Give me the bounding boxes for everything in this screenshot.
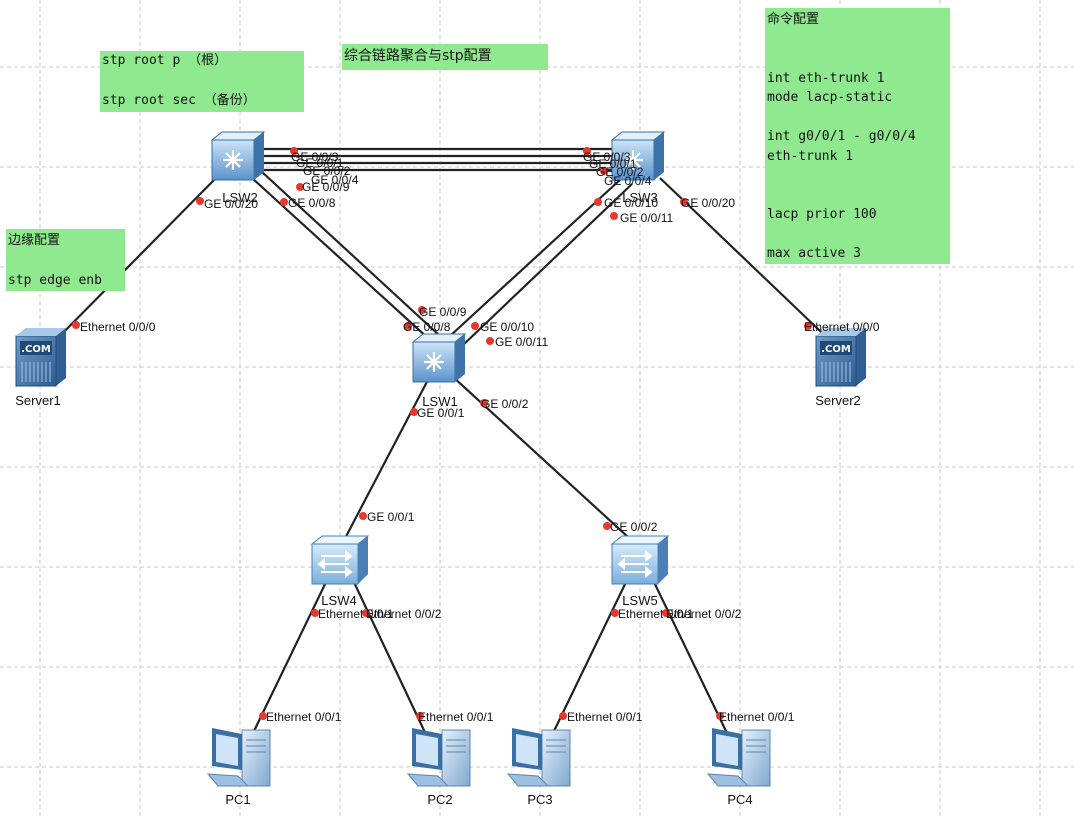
link-lsw3-lsw1-b[interactable] (461, 183, 633, 347)
port-dot (662, 609, 670, 617)
device-label-lsw3: LSW3 (622, 190, 658, 205)
port-dot (600, 167, 608, 175)
port-label: GE 0/0/2 (610, 520, 658, 534)
link-lsw1-lsw4[interactable] (339, 375, 431, 549)
l2-switch-icon[interactable] (610, 535, 670, 585)
link-lsw2-lsw1-a[interactable] (251, 177, 431, 341)
port-label: Ethernet 0/0/2 (666, 607, 742, 621)
l3-switch-icon[interactable] (411, 333, 467, 383)
link-lsw2-lsw1-b[interactable] (261, 171, 441, 337)
port-dot (716, 712, 724, 720)
port-dot (259, 712, 267, 720)
port-label: Ethernet 0/0/1 (266, 710, 342, 724)
port-label: GE 0/0/20 (204, 197, 259, 211)
port-label: GE 0/0/9 (419, 305, 467, 319)
port-label: GE 0/0/3 (583, 150, 631, 164)
port-label: GE 0/0/9 (302, 180, 350, 194)
port-label: GE 0/0/2 (481, 397, 529, 411)
port-label: Ethernet 0/0/1 (418, 710, 494, 724)
port-dot (486, 337, 494, 345)
link-lsw3-lsw1-a[interactable] (449, 177, 623, 337)
port-dot (603, 522, 611, 530)
port-dot (480, 399, 488, 407)
pc-icon[interactable] (706, 728, 771, 787)
links (43, 147, 843, 761)
pc-icon[interactable] (506, 728, 571, 787)
port-label: GE 0/0/3 (291, 150, 339, 164)
port-label: GE 0/0/2 (303, 164, 351, 178)
link-lsw5-pc4[interactable] (651, 577, 741, 761)
port-label: GE 0/0/11 (620, 211, 674, 225)
device-label-pc4: PC4 (727, 792, 753, 807)
edge-config-note: 边缘配置 stp edge enb (6, 229, 125, 291)
port-label: Ethernet 0/0/0 (80, 320, 156, 334)
port-label: GE 0/0/2 (596, 165, 644, 179)
command-config-note: 命令配置 int eth-trunk 1 mode lacp-static in… (765, 8, 950, 264)
port-label: GE 0/0/4 (311, 173, 359, 187)
link-lsw4-pc2[interactable] (351, 577, 439, 761)
device-label-server1: Server1 (15, 393, 61, 408)
port-dot (610, 212, 618, 220)
server-icon[interactable]: .COM (815, 328, 866, 387)
port-dot (583, 147, 591, 155)
svg-text:.COM: .COM (21, 344, 51, 355)
port-label: GE 0/0/1 (367, 510, 415, 524)
port-dot (311, 609, 319, 617)
port-dot (471, 322, 479, 330)
port-dot (416, 712, 424, 720)
diagram-title: 综合链路聚合与stp配置 (342, 44, 548, 70)
port-dot (410, 408, 418, 416)
port-label: Ethernet 0/0/2 (366, 607, 442, 621)
pc-icon[interactable] (206, 728, 271, 787)
device-label-pc1: PC1 (225, 792, 251, 807)
l2-switch-icon[interactable] (310, 535, 370, 585)
port-label: GE 0/0/11 (495, 335, 549, 349)
port-label: Ethernet 0/0/1 (567, 710, 643, 724)
device-label-lsw2: LSW2 (222, 190, 258, 205)
port-dot (418, 306, 426, 314)
device-label-lsw5: LSW5 (622, 593, 658, 608)
port-dot (196, 197, 204, 205)
port-dot (804, 322, 812, 330)
port-dot (559, 712, 567, 720)
link-lsw3-server2[interactable] (659, 177, 843, 353)
port-label: GE 0/0/1 (296, 156, 344, 170)
port-dots (72, 147, 812, 720)
port-label: GE 0/0/8 (288, 196, 336, 210)
port-dot (362, 609, 370, 617)
port-label: Ethernet 0/0/1 (618, 607, 694, 621)
stp-root-note: stp root p （根） stp root sec （备份） (100, 51, 304, 112)
port-label: Ethernet 0/0/1 (318, 607, 394, 621)
server-icon[interactable]: .COM (15, 328, 66, 387)
port-dot (296, 183, 304, 191)
port-dot (72, 321, 80, 329)
port-label: GE 0/0/8 (403, 320, 451, 334)
port-label: GE 0/0/10 (480, 320, 535, 334)
port-label: GE 0/0/4 (604, 174, 652, 188)
port-dot (594, 198, 602, 206)
device-label-lsw4: LSW4 (321, 593, 357, 608)
device-label-lsw1: LSW1 (422, 394, 458, 409)
device-label-pc2: PC2 (427, 792, 453, 807)
device-label-server2: Server2 (815, 393, 861, 408)
svg-text:.COM: .COM (821, 344, 851, 355)
port-label: GE 0/0/1 (589, 157, 637, 171)
port-label: Ethernet 0/0/0 (804, 320, 880, 334)
port-label: Ethernet 0/0/1 (719, 710, 795, 724)
port-dot (680, 198, 688, 206)
port-dot (611, 609, 619, 617)
l3-switch-icon[interactable] (610, 131, 666, 181)
port-dot (280, 198, 288, 206)
pc-icon[interactable] (406, 728, 471, 787)
port-dot (359, 512, 367, 520)
port-dot (404, 322, 412, 330)
device-label-pc3: PC3 (527, 792, 553, 807)
port-label: GE 0/0/20 (681, 196, 736, 210)
port-label: GE 0/0/10 (604, 196, 659, 210)
port-dot (290, 147, 298, 155)
l3-switch-icon[interactable] (210, 131, 266, 181)
port-label: GE 0/0/1 (417, 406, 465, 420)
